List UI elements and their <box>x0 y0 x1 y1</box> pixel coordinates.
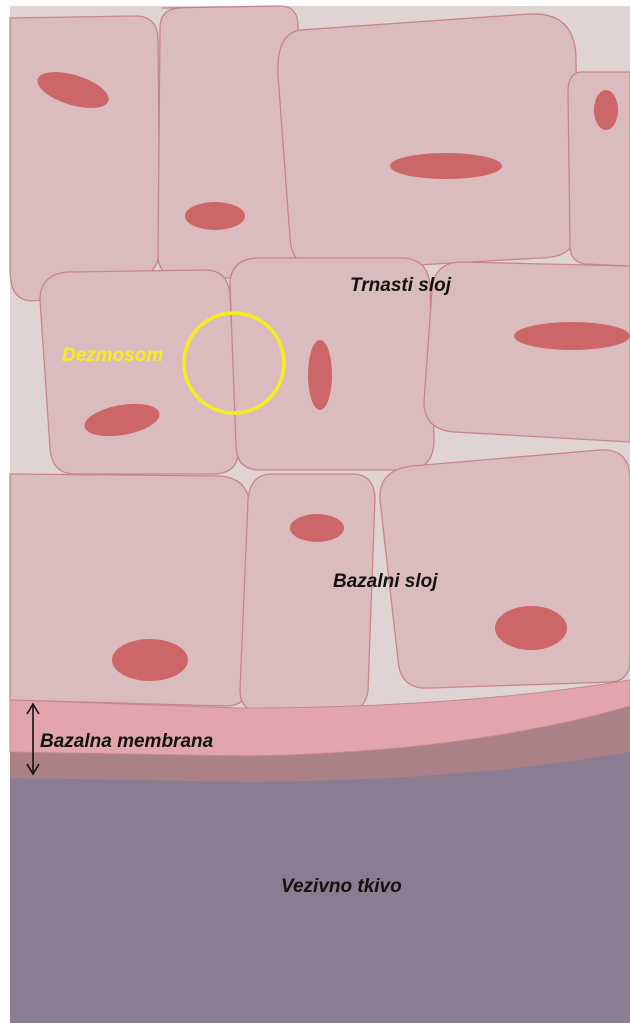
label-basal-layer: Bazalni sloj <box>333 571 438 592</box>
cell-top-2 <box>158 6 298 278</box>
cell-basal-2 <box>240 474 375 712</box>
nucleus <box>290 514 344 542</box>
cell-basal-3 <box>380 450 630 688</box>
nucleus <box>594 90 618 130</box>
cell-top-3 <box>278 14 578 270</box>
nucleus <box>514 322 630 350</box>
nucleus <box>390 153 502 179</box>
label-desmosome: Dezmosom <box>62 345 163 366</box>
nucleus <box>112 639 188 681</box>
cell-mid-1 <box>40 270 238 474</box>
cell-top-1 <box>10 16 160 301</box>
nucleus <box>308 340 332 410</box>
cell-basal-1 <box>10 474 250 706</box>
nucleus <box>495 606 567 650</box>
cell-top-4 <box>568 72 630 266</box>
label-basement-membrane: Bazalna membrana <box>40 731 214 752</box>
nucleus <box>185 202 245 230</box>
label-spinous-layer: Trnasti sloj <box>350 275 452 296</box>
cell-mid-3 <box>424 262 630 442</box>
label-connective-tissue: Vezivno tkivo <box>281 876 402 897</box>
